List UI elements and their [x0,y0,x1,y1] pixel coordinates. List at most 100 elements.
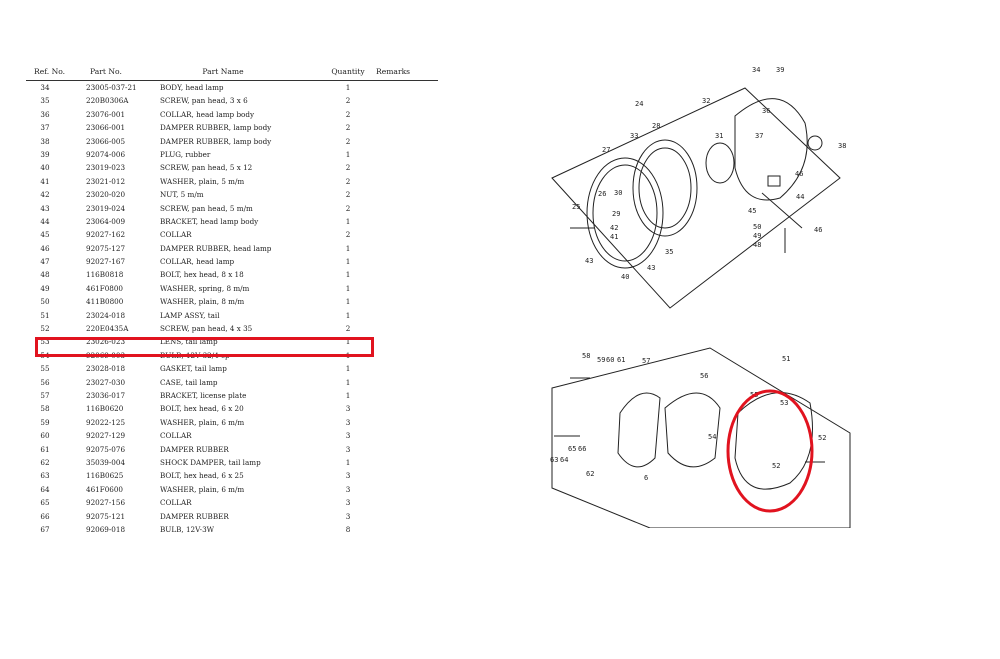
label-30: 30 [614,189,622,197]
part-no-cell: 92022-125 [86,417,126,427]
part-no-cell: 23021-012 [86,176,126,186]
taillamp-frame [551,347,851,528]
quantity-cell: 2 [345,190,351,200]
ref-no-cell: 44 [40,216,50,226]
label-48: 48 [753,241,761,249]
ref-no-cell: 38 [40,136,50,146]
quantity-cell: 3 [345,404,351,414]
quantity-cell: 1 [345,257,351,267]
part-no-cell: 92027-129 [86,431,126,441]
quantity-cell: 1 [345,457,351,467]
taillamp-diagram [551,347,851,528]
label-54: 54 [708,433,716,441]
bracket-44 [761,192,803,229]
part-name-cell: BOLT, hex head, 6 x 20 [160,404,244,414]
headlamp-labels: 34 39 24 32 36 28 31 37 33 27 38 46 26 3… [572,66,846,281]
part-no-cell: 92074-006 [86,149,126,159]
label-27: 27 [602,146,610,154]
part-name-cell: PLUG, rubber [160,149,211,159]
part-name-cell: SCREW, pan head, 5 x 12 [160,163,253,173]
ref-no-cell: 52 [40,324,50,334]
part-no-cell: 116B0625 [86,471,124,481]
highlight-box-row-53 [35,337,374,357]
ref-no-cell: 42 [40,190,50,200]
label-43-right: 43 [647,264,655,272]
label-36: 36 [762,107,770,115]
label-46-top: 46 [795,170,803,178]
quantity-cell: 1 [345,243,351,253]
part-no-cell: 461F0800 [86,283,123,293]
part-name-cell: SCREW, pan head, 3 x 6 [160,96,248,106]
part-no-cell: 92027-162 [86,230,126,240]
ref-no-cell: 34 [40,83,50,92]
ref-no-cell: 41 [40,176,50,186]
ref-no-cell: 67 [40,524,50,534]
headlamp-body [734,98,808,201]
label-63: 63 [550,456,558,464]
part-no-cell: 116B0620 [86,404,124,414]
ref-no-cell: 60 [40,431,50,441]
label-61: 61 [617,356,625,364]
part-name-cell: COLLAR, head lamp body [160,109,255,119]
taillamp-labels: 58 59 60 61 57 51 56 55 53 52 54 63 64 6… [550,352,826,482]
ref-no-cell: 57 [40,390,50,400]
part-no-cell: 23027-030 [86,377,126,387]
part-no-cell: 220B0306A [86,96,129,106]
header-remarks: Remarks [376,67,411,76]
part-no-cell: 23020-020 [86,190,126,200]
part-name-cell: DAMPER RUBBER [160,511,229,521]
part-name-cell: DAMPER RUBBER, head lamp [160,243,272,253]
label-28: 28 [652,122,660,130]
part-name-cell: GASKET, tail lamp [160,364,227,374]
headlamp-rim [586,157,664,269]
part-name-cell: WASHER, plain, 5 m/m [160,176,245,186]
part-name-cell: BRACKET, head lamp body [160,216,259,226]
part-name-cell: WASHER, plain, 6 m/m [160,484,245,494]
quantity-cell: 2 [345,136,351,146]
part-name-cell: COLLAR [160,431,192,441]
quantity-cell: 3 [345,471,351,481]
quantity-cell: 1 [345,270,351,280]
quantity-cell: 3 [345,484,351,494]
ref-no-cell: 58 [40,404,50,414]
table-row: 58 116B0620 BOLT, hex head, 6 x 20 3 [26,402,438,415]
label-39: 39 [776,66,784,74]
parts-diagrams: 34 39 24 32 36 28 31 37 33 27 38 46 26 3… [550,66,851,528]
part-no-cell: 23036-017 [86,390,126,400]
ref-no-cell: 62 [40,457,50,467]
part-name-cell: BODY, head lamp [160,83,224,92]
ref-no-cell: 56 [40,377,50,387]
part-name-cell: BOLT, hex head, 8 x 18 [160,270,244,280]
quantity-cell: 1 [345,297,351,307]
quantity-cell: 1 [345,216,351,226]
quantity-cell: 1 [345,390,351,400]
part-no-cell: 92075-121 [86,511,126,521]
quantity-cell: 1 [345,377,351,387]
ref-no-cell: 49 [40,283,50,293]
ref-no-cell: 47 [40,257,50,267]
part-name-cell: SCREW, pan head, 5 m/m [160,203,253,213]
label-34: 34 [752,66,760,74]
label-53: 53 [780,399,788,407]
table-header: Ref. No. Part No. Part Name Quantity Rem… [26,66,438,81]
header-part-name: Part Name [202,67,244,76]
part-no-cell: 461F0600 [86,484,123,494]
part-no-cell: 92027-167 [86,257,126,267]
quantity-cell: 1 [345,337,351,347]
